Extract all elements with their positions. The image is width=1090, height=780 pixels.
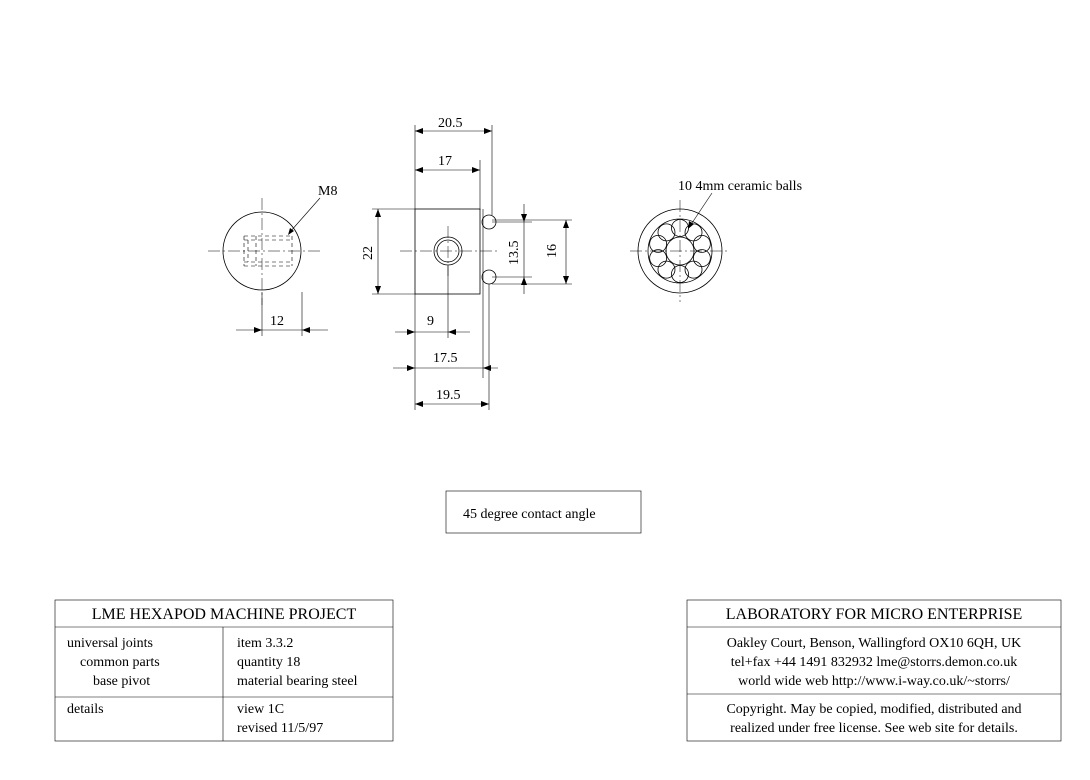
dim-17-5: 17.5 xyxy=(433,351,458,366)
item-material: material bearing steel xyxy=(237,674,358,689)
balls-label: 10 4mm ceramic balls xyxy=(678,179,802,194)
category-line-1: universal joints xyxy=(67,636,153,651)
ceramic-balls xyxy=(649,219,711,283)
dim-22: 22 xyxy=(361,246,376,260)
ceramic-ball xyxy=(671,265,689,283)
left-view: M8 12 xyxy=(208,184,337,336)
dim-19-5: 19.5 xyxy=(436,388,461,403)
item-quantity: quantity 18 xyxy=(237,655,300,670)
note-text: 45 degree contact angle xyxy=(463,507,596,522)
center-view-body xyxy=(414,208,481,295)
thread-label: M8 xyxy=(318,184,337,199)
dim-12: 12 xyxy=(270,314,284,329)
dim-20-5: 20.5 xyxy=(438,116,463,131)
lab-website: world wide web http://www.i-way.co.uk/~s… xyxy=(738,674,1010,689)
lab-address: Oakley Court, Benson, Wallingford OX10 6… xyxy=(727,636,1022,651)
m8-leader xyxy=(289,197,321,233)
lab-title: LABORATORY FOR MICRO ENTERPRISE xyxy=(726,606,1023,623)
item-number: item 3.3.2 xyxy=(237,636,293,651)
dim-16: 16 xyxy=(545,244,560,258)
details-label: details xyxy=(67,702,104,717)
ceramic-ball xyxy=(657,223,676,242)
center-view: 20.5 17 22 13.5 16 9 xyxy=(361,116,572,410)
category-line-3: base pivot xyxy=(93,674,150,689)
dim-9: 9 xyxy=(427,314,434,329)
category-line-2: common parts xyxy=(80,655,160,670)
dim-13-5: 13.5 xyxy=(507,241,522,266)
lab-title-block: LABORATORY FOR MICRO ENTERPRISE Oakley C… xyxy=(686,599,1062,742)
view-label: view 1C xyxy=(237,702,284,717)
lab-contact: tel+fax +44 1491 832932 lme@storrs.demon… xyxy=(731,655,1017,670)
ceramic-ball xyxy=(649,249,668,268)
ceramic-ball xyxy=(692,234,711,253)
contact-angle-note: 45 degree contact angle xyxy=(445,490,642,534)
dim-17: 17 xyxy=(438,154,452,169)
copyright-line-2: realized under free license. See web sit… xyxy=(730,721,1018,736)
balls-leader xyxy=(689,192,713,227)
ceramic-ball xyxy=(684,260,703,279)
project-title: LME HEXAPOD MACHINE PROJECT xyxy=(92,606,357,623)
copyright-line-1: Copyright. May be copied, modified, dist… xyxy=(726,702,1021,717)
revised-date: revised 11/5/97 xyxy=(237,721,323,736)
project-title-block: LME HEXAPOD MACHINE PROJECT universal jo… xyxy=(54,599,394,742)
right-view: 10 4mm ceramic balls xyxy=(630,179,802,302)
